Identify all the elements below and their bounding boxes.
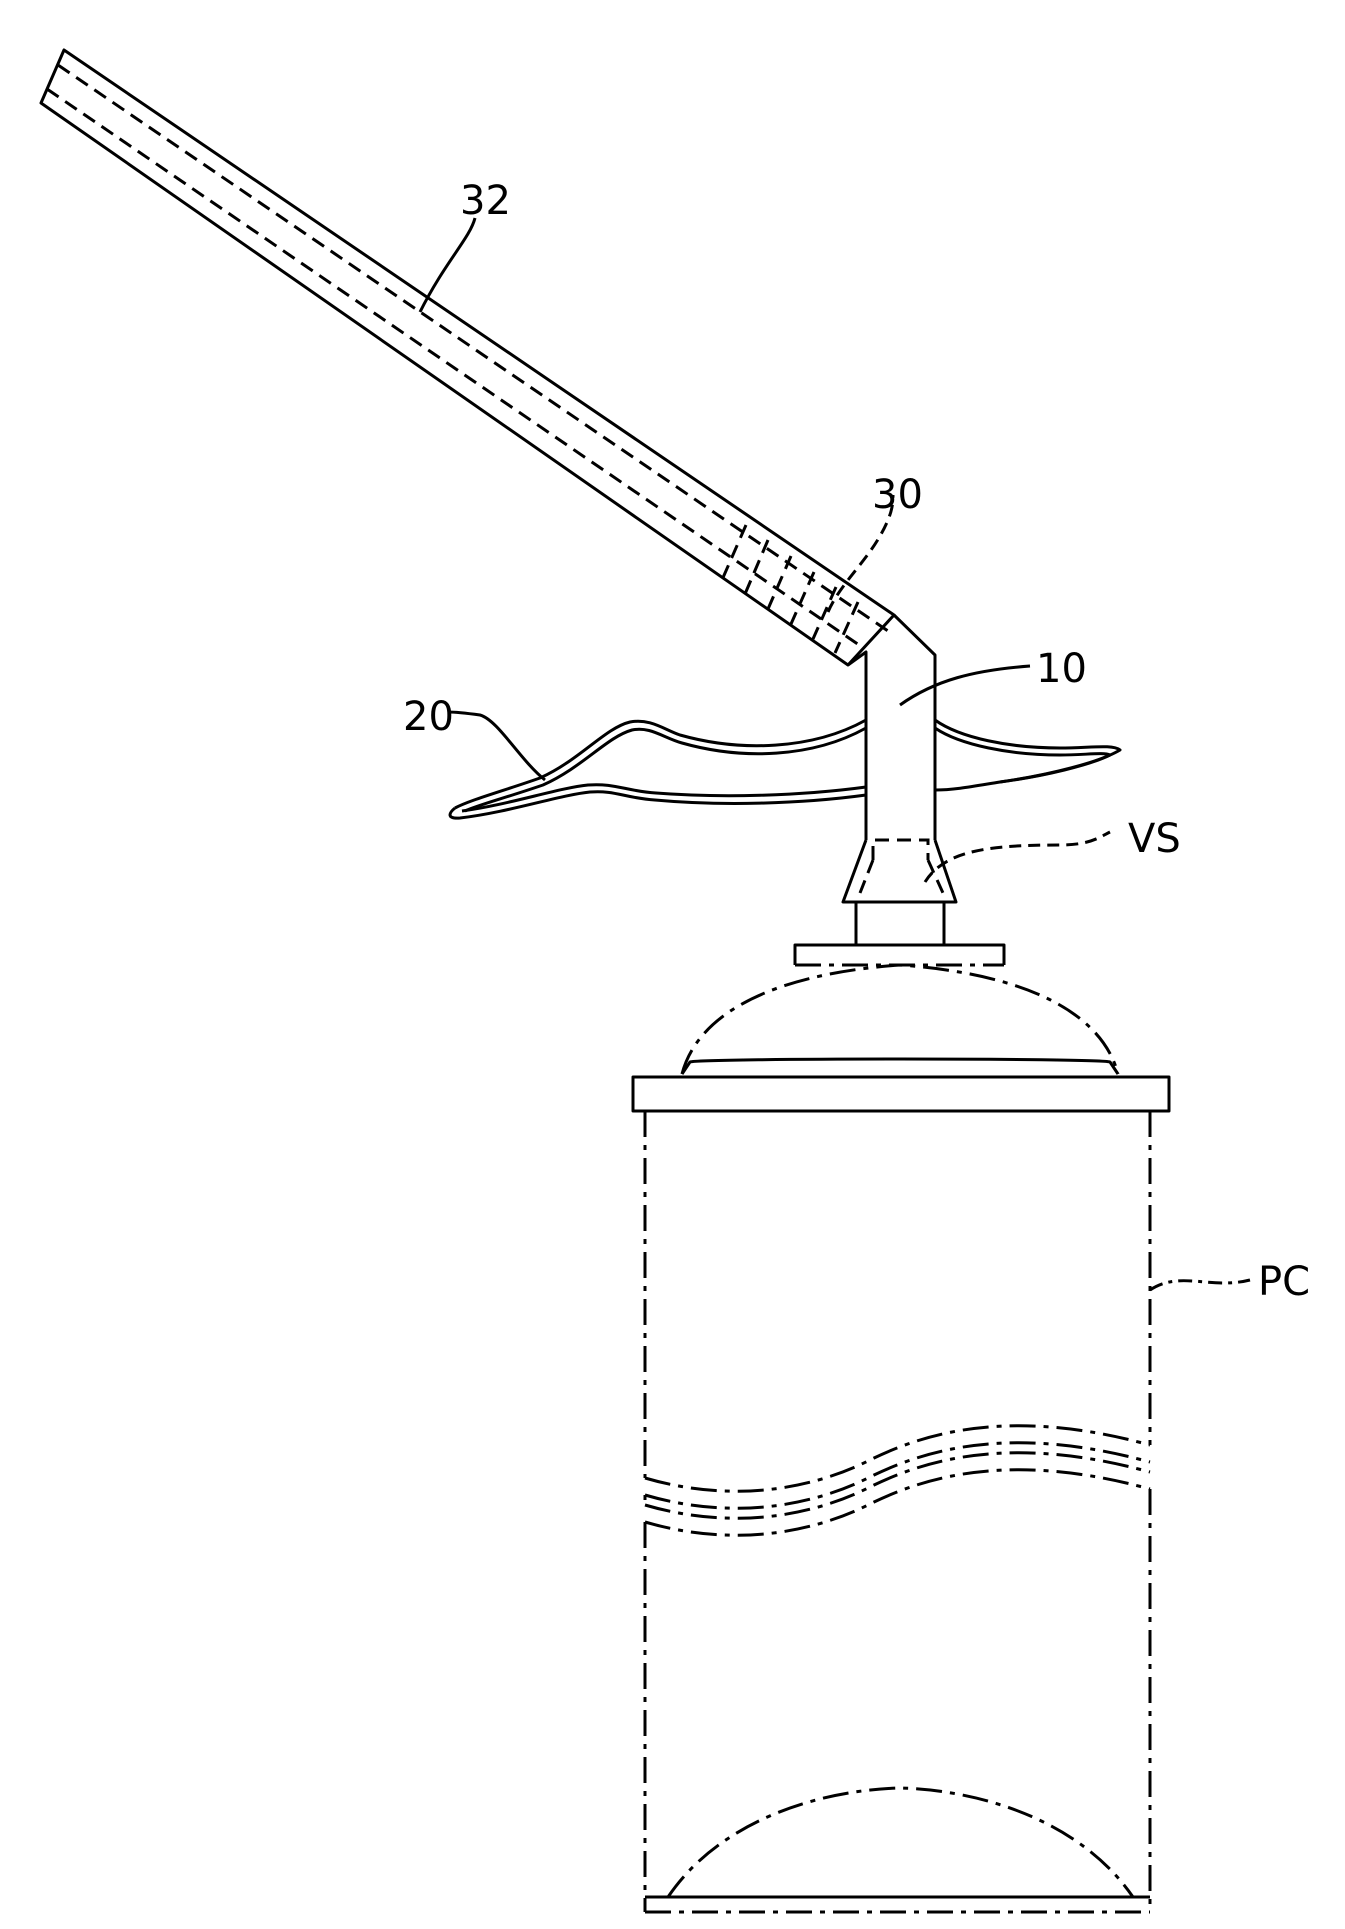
leader-10 <box>899 664 1031 707</box>
label-pc: PC <box>1258 1259 1310 1305</box>
leader-vs <box>923 830 1111 883</box>
flange <box>448 718 1122 820</box>
leader-30 <box>826 494 895 613</box>
label-32: 32 <box>460 178 511 224</box>
leader-32 <box>418 217 477 313</box>
nozzle <box>841 613 958 904</box>
label-20: 20 <box>403 694 454 740</box>
label-10: 10 <box>1036 646 1087 692</box>
connector <box>720 524 860 654</box>
leader-20 <box>447 710 546 782</box>
valve-stem <box>793 902 1006 965</box>
container <box>631 963 1171 1914</box>
label-30: 30 <box>872 472 923 518</box>
leader-pc <box>1149 1278 1251 1292</box>
label-vs: VS <box>1128 816 1181 862</box>
extension-tube <box>39 48 896 667</box>
